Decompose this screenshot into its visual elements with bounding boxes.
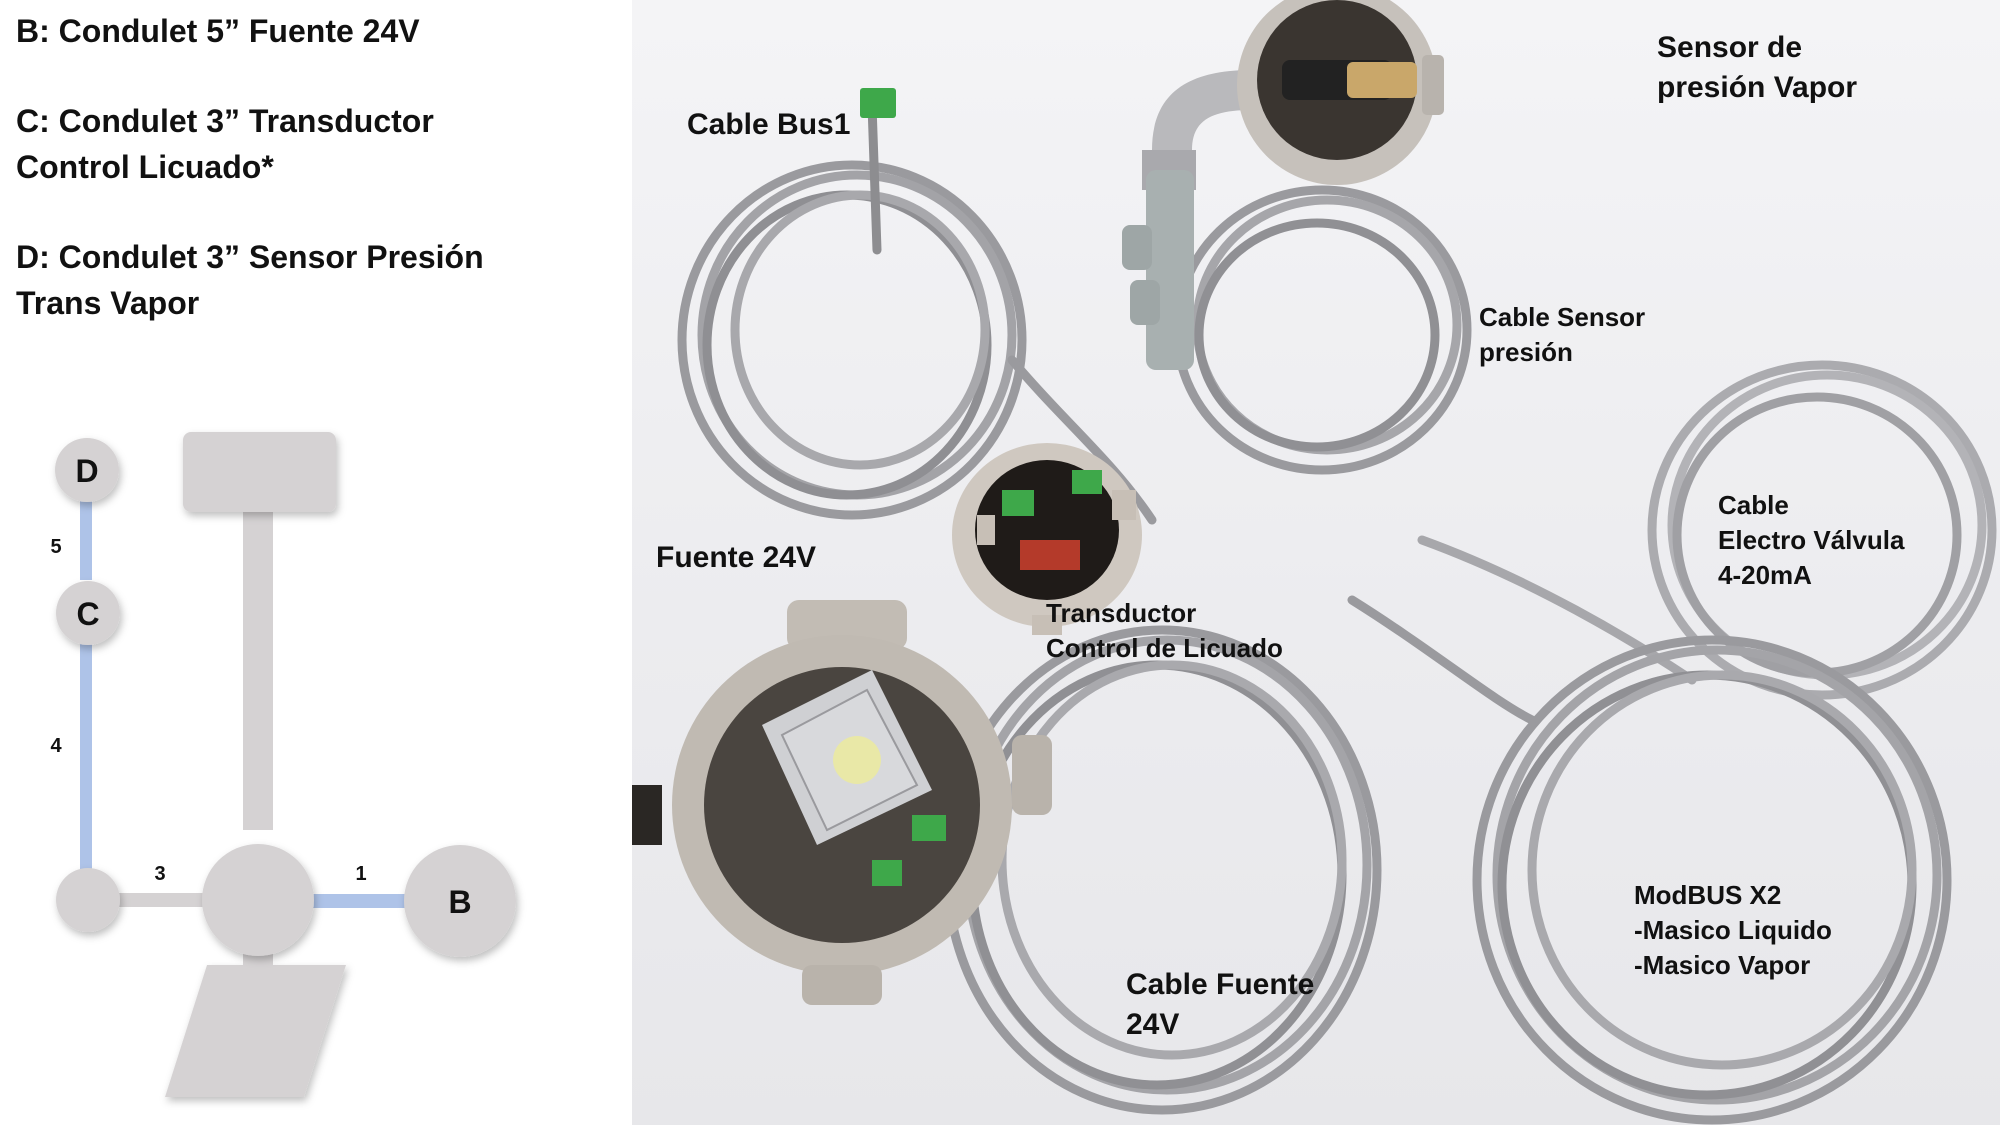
node-b: [404, 845, 516, 957]
legend-line-c2: Control Licuado*: [16, 149, 274, 185]
legend-line-c1: C: Condulet 3” Transductor: [16, 103, 434, 139]
node-d: [55, 438, 119, 502]
pipe-corner-hub: [100, 893, 210, 907]
label-cable-bus1: Cable Bus1: [687, 108, 851, 141]
segment-3-label: 3: [154, 863, 165, 885]
equipment-illustration: [632, 0, 1997, 1125]
legend-line-d2: Trans Vapor: [16, 285, 200, 321]
hub-node: [202, 844, 314, 956]
node-c: [56, 581, 120, 645]
segment-5-label: 5: [50, 536, 61, 558]
label-cable-electro-valvula: Cable Electro Válvula 4-20mA: [1718, 490, 1905, 590]
mast-pipe: [243, 500, 273, 830]
sensor-elbow-pipe: [1122, 70, 1252, 370]
label-modbus: ModBUS X2 -Masico Liquido -Masico Vapor: [1634, 880, 1832, 980]
node-d-label: D: [75, 453, 98, 489]
equipment-photo: Cable Bus1 Sensor de presión Vapor Cable…: [632, 0, 2000, 1125]
node-b-label: B: [448, 884, 471, 920]
segment-4-label: 4: [50, 735, 62, 757]
cable-c-corner: [80, 612, 92, 880]
schematic-diagram: D C B 5 4 3 1: [50, 432, 516, 1097]
label-sensor-presion-vapor: Sensor de presión Vapor: [1657, 31, 1858, 104]
fuente-condulet: [632, 600, 1052, 1005]
legend-line-d1: D: Condulet 3” Sensor Presión: [16, 239, 484, 275]
label-cable-fuente-24v: Cable Fuente 24V: [1126, 968, 1315, 1041]
legend-line-b: B: Condulet 5” Fuente 24V: [16, 13, 420, 49]
green-connector: [860, 88, 896, 118]
label-cable-sensor-presion: Cable Sensor presión: [1479, 302, 1646, 367]
cable-bus1-coil: [677, 100, 1157, 525]
label-transductor: Transductor Control de Licuado: [1046, 598, 1283, 663]
transductor-condulet: [952, 443, 1142, 635]
segment-1-label: 1: [355, 863, 366, 885]
sensor-condulet: [1237, 0, 1444, 185]
label-fuente-24v: Fuente 24V: [656, 541, 817, 574]
base-plate: [165, 965, 346, 1097]
cable-electro-valvula-coil: [1417, 360, 1997, 700]
mast-box: [183, 432, 336, 512]
node-c-label: C: [76, 596, 99, 632]
cable-sensor-coil: [1172, 185, 1472, 475]
cable-hub-b: [310, 894, 410, 908]
legend: B: Condulet 5” Fuente 24V C: Condulet 3”…: [16, 0, 616, 326]
cable-modbus-coil: [1347, 595, 1952, 1125]
corner-node: [56, 868, 120, 932]
